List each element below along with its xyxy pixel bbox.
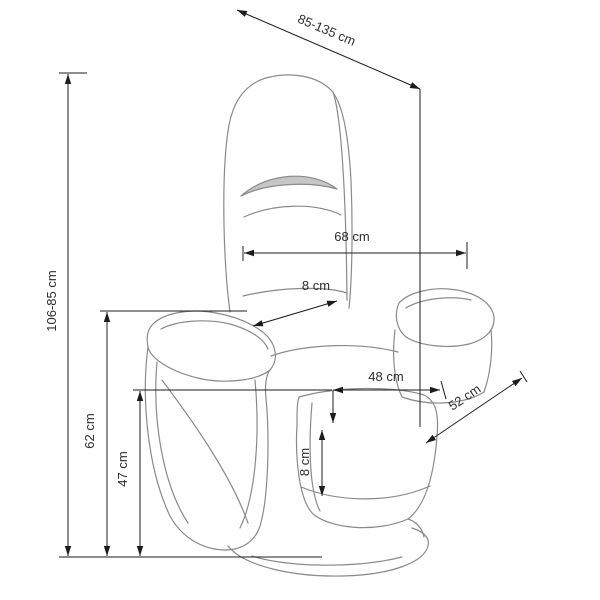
right-armrest-top bbox=[395, 288, 495, 348]
left-armrest-side-panel bbox=[144, 346, 271, 551]
dimension-labels: 85-135 cm 106-85 cm 62 cm 47 cm 8 cm 68 … bbox=[44, 11, 483, 487]
dimension-lines bbox=[59, 9, 528, 558]
seat-height-label: 47 cm bbox=[115, 451, 130, 486]
seat-depth-arrow bbox=[425, 377, 523, 444]
armrest-thickness-arrow bbox=[252, 300, 338, 327]
footrest-thickness-label: 8 cm bbox=[297, 448, 312, 476]
base-outline bbox=[227, 527, 429, 577]
armrest-height-label: 62 cm bbox=[82, 413, 97, 448]
seat-width-label: 48 cm bbox=[368, 369, 403, 384]
recline-length-label: 85-135 cm bbox=[296, 11, 358, 49]
backrest-bottom-seam bbox=[242, 287, 348, 297]
seat-seam-left bbox=[309, 402, 321, 512]
base-inner-edge bbox=[251, 555, 403, 566]
headrest-crease bbox=[240, 175, 338, 197]
seat-base-join bbox=[407, 518, 425, 538]
recliner-chair-drawing bbox=[144, 74, 495, 577]
left-armrest-seam-rear bbox=[239, 379, 258, 529]
left-armrest-seam-diagonal bbox=[161, 379, 249, 524]
backrest-side-edge bbox=[332, 91, 348, 301]
left-armrest-top-seam bbox=[160, 320, 269, 350]
backrest-width-label: 68 cm bbox=[334, 229, 369, 244]
seat-seam-bottom bbox=[300, 485, 431, 500]
armrest-thickness-label: 8 cm bbox=[302, 278, 330, 293]
right-armrest-top-seam bbox=[405, 297, 472, 309]
recline-length-arrow bbox=[236, 9, 421, 90]
headrest-seam bbox=[243, 205, 342, 218]
seat-width-end-tick bbox=[440, 380, 447, 400]
seat-back-edge bbox=[270, 345, 399, 357]
total-height-label: 106-85 cm bbox=[44, 270, 59, 331]
left-armrest-seam-front bbox=[155, 361, 189, 524]
backrest-outline bbox=[223, 74, 353, 313]
seat-depth-end-tick bbox=[519, 370, 528, 383]
